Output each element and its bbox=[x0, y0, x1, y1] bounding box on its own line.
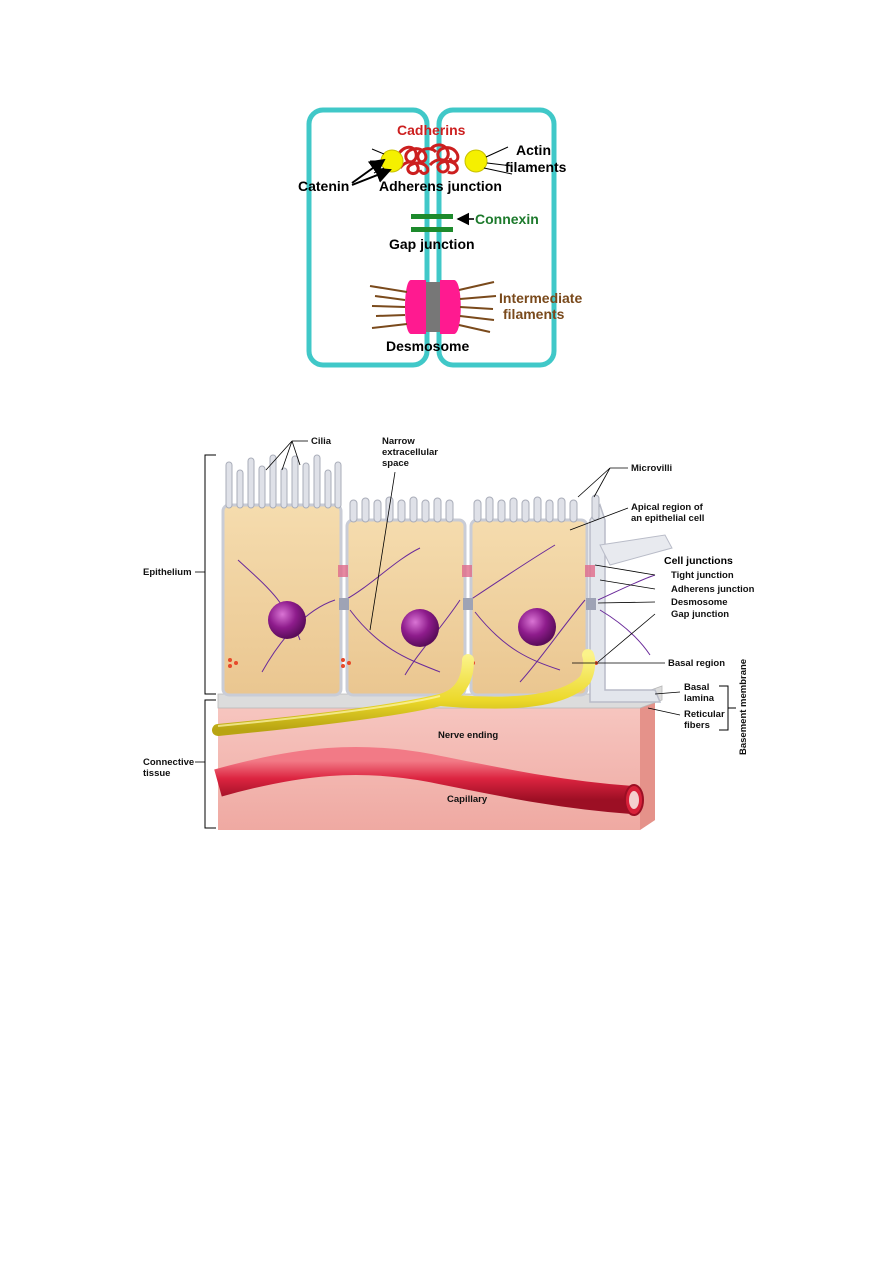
label-catenin: Catenin bbox=[298, 178, 349, 194]
label-cadherins: Cadherins bbox=[397, 122, 466, 138]
label-cilia: Cilia bbox=[311, 436, 332, 447]
label-nerve-ending: Nerve ending bbox=[438, 730, 498, 741]
epithelium-diagram: Cilia Narrow extracellular space Microvi… bbox=[143, 436, 755, 830]
catenin-arrow-2 bbox=[351, 167, 392, 186]
leader-lines bbox=[195, 440, 681, 763]
microvilli bbox=[349, 494, 600, 523]
label-adherens-junction-2: Adherens junction bbox=[671, 584, 755, 595]
epithelial-cell-1 bbox=[221, 503, 343, 697]
label-extracellular: extracellular bbox=[382, 447, 438, 458]
label-gap-junction: Gap junction bbox=[389, 236, 475, 252]
connective-side-face bbox=[640, 692, 655, 830]
label-cell-junctions: Cell junctions bbox=[664, 555, 733, 567]
label-tissue: tissue bbox=[143, 768, 170, 779]
desmosome-gap bbox=[426, 282, 440, 332]
label-intermediate-filaments: filaments bbox=[503, 306, 565, 322]
catenin-arrow-1 bbox=[351, 158, 386, 184]
label-connective: Connective bbox=[143, 757, 194, 768]
label-space: space bbox=[382, 458, 409, 469]
label-actin-filaments: filaments bbox=[505, 159, 567, 175]
label-reticular-1: Reticular bbox=[684, 709, 725, 720]
desmosome-plaque-left bbox=[405, 280, 426, 334]
capillary bbox=[214, 747, 633, 814]
label-intermediate: Intermediate bbox=[499, 290, 582, 306]
capillary-lumen bbox=[629, 791, 639, 809]
label-epithelium: Epithelium bbox=[143, 567, 192, 578]
nucleus-2 bbox=[401, 609, 439, 647]
nucleus-1 bbox=[268, 601, 306, 639]
cadherin-coils bbox=[396, 143, 460, 176]
brackets bbox=[204, 454, 736, 829]
label-desmosome: Desmosome bbox=[386, 338, 469, 354]
label-tight-junction: Tight junction bbox=[671, 570, 734, 581]
tight-junction-marks bbox=[338, 565, 595, 577]
label-actin: Actin bbox=[516, 142, 551, 158]
label-gap-junction-2: Gap junction bbox=[671, 609, 729, 620]
membrane-flap bbox=[599, 534, 673, 566]
label-apical-2: an epithelial cell bbox=[631, 513, 704, 524]
epithelial-cell-3 bbox=[469, 518, 589, 697]
label-capillary: Capillary bbox=[447, 794, 488, 805]
label-microvilli: Microvilli bbox=[631, 463, 672, 474]
right-cell-outline bbox=[436, 107, 557, 368]
label-adherens-junction: Adherens junction bbox=[379, 178, 502, 194]
nucleus-3 bbox=[518, 608, 556, 646]
cilia bbox=[225, 454, 342, 509]
cutaway-cell-membrane bbox=[589, 503, 662, 703]
intermediate-filaments bbox=[369, 281, 497, 333]
label-basal-lamina-2: lamina bbox=[684, 693, 715, 704]
label-connexin: Connexin bbox=[475, 211, 539, 227]
label-basal-lamina-1: Basal bbox=[684, 682, 709, 693]
desmosome-plaque-right bbox=[440, 280, 461, 334]
desmosome-marks bbox=[339, 598, 596, 610]
label-reticular-2: fibers bbox=[684, 720, 710, 731]
left-cell-outline bbox=[306, 107, 430, 368]
label-basal-region: Basal region bbox=[668, 658, 725, 669]
connexin-bar-top bbox=[411, 214, 453, 219]
catenin-right bbox=[464, 149, 488, 173]
label-desmosome-2: Desmosome bbox=[671, 597, 728, 608]
epithelial-cell-2 bbox=[345, 518, 467, 697]
epithelial-cells bbox=[221, 503, 673, 703]
connexin-bar-bottom bbox=[411, 227, 453, 232]
junction-diagram: Cadherins Actin filaments Catenin Adhere… bbox=[298, 107, 582, 368]
label-basement-membrane: Basement membrane bbox=[738, 659, 749, 755]
nerve-highlight bbox=[217, 695, 441, 727]
label-apical-1: Apical region of bbox=[631, 502, 704, 513]
label-narrow: Narrow bbox=[382, 436, 415, 447]
